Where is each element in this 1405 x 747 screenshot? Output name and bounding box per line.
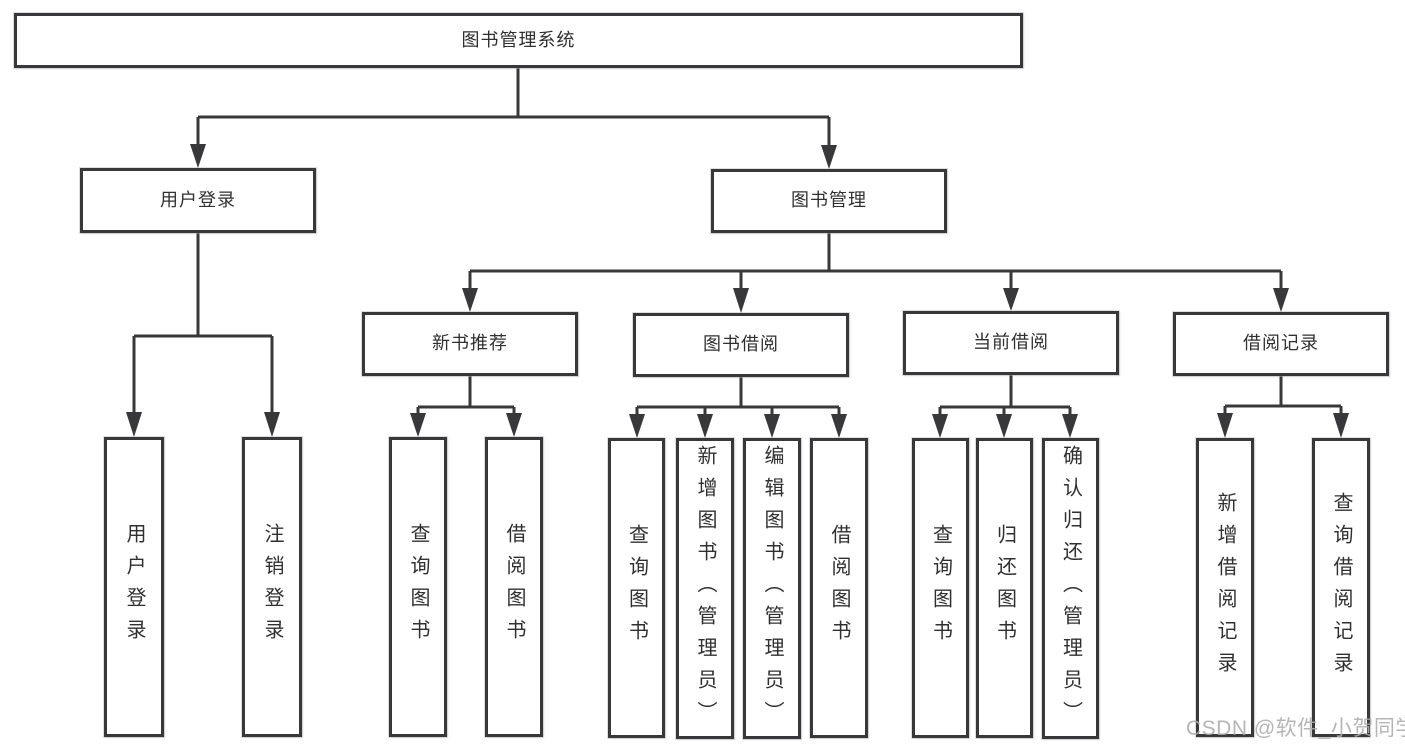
node-user-login: 用户登录	[80, 168, 316, 233]
leaf-query-books: 查询图书	[912, 438, 969, 738]
connector-line	[938, 375, 1072, 415]
leaf-query-books: 查询图书	[608, 438, 665, 738]
leaf-confirm-return-admin: 确认归还（管理员）	[1042, 438, 1099, 739]
branch-book-mgmt	[462, 233, 1289, 313]
node-new-book-recommend: 新书推荐	[362, 312, 578, 376]
arrowhead	[126, 412, 280, 437]
arrowhead	[629, 414, 847, 438]
node-current-borrow: 当前借阅	[903, 311, 1119, 375]
node-book-management: 图书管理	[711, 169, 947, 233]
csdn-watermark: CSDN @软件_小贺同学	[1186, 717, 1405, 740]
arrowhead	[462, 288, 1289, 313]
leaf-edit-books-admin: 编辑图书（管理员）	[743, 438, 801, 739]
branch-borrow-records	[1217, 376, 1349, 438]
leaf-query-borrow-record: 查询借阅记录	[1312, 438, 1370, 737]
branch-user-login	[126, 233, 280, 437]
leaf-add-books-admin: 新增图书（管理员）	[676, 438, 734, 739]
connector-line	[132, 233, 274, 415]
arrowhead	[190, 144, 837, 169]
node-root-system: 图书管理系统	[14, 13, 1023, 68]
leaf-logout: 注销登录	[242, 437, 302, 737]
node-borrow-records: 借阅记录	[1173, 312, 1389, 376]
connector-line	[1223, 376, 1343, 414]
branch-book-borrow	[629, 377, 847, 438]
branch-new-book-rec	[410, 376, 522, 437]
arrowhead	[410, 413, 522, 437]
arrowhead	[932, 414, 1078, 438]
leaf-query-books: 查询图书	[389, 437, 447, 737]
leaf-return-books: 归还图书	[976, 438, 1033, 738]
leaf-user-login: 用户登录	[104, 437, 164, 737]
node-book-borrow: 图书借阅	[633, 313, 849, 377]
branch-current-borrow	[932, 375, 1078, 438]
connector-line	[196, 68, 831, 147]
connector-line	[635, 377, 841, 415]
branch-root	[190, 68, 837, 169]
leaf-add-borrow-record: 新增借阅记录	[1196, 438, 1254, 737]
leaf-borrow-books: 借阅图书	[810, 438, 868, 738]
connector-line	[416, 376, 516, 414]
arrowhead	[1217, 413, 1349, 438]
leaf-borrow-books: 借阅图书	[485, 437, 543, 737]
connector-line	[468, 233, 1283, 290]
